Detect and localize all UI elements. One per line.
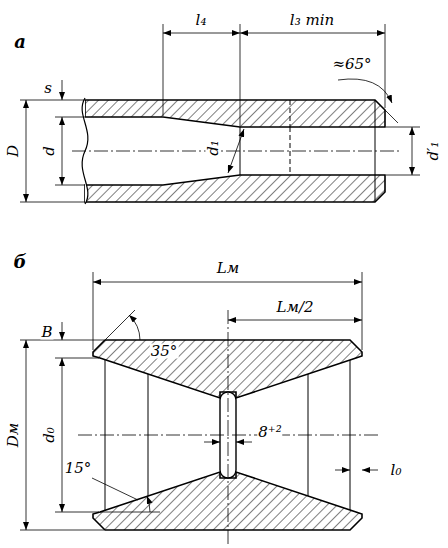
dimension-label: l₀	[390, 463, 403, 478]
dimension-label: d	[42, 145, 57, 157]
dimension-label: l₄	[195, 13, 208, 28]
angle-label: 35°	[150, 344, 179, 359]
dimension-label: d′₁	[426, 140, 441, 161]
dimension-label: 8⁺²	[257, 425, 282, 440]
angle-label: ≈65°	[331, 57, 372, 72]
view-letter: а	[13, 33, 27, 51]
view-letter: б	[13, 253, 28, 271]
dimension-label: Lм/2	[276, 300, 315, 315]
dimension-label: d₁	[206, 139, 221, 157]
coupling-dimensions	[20, 272, 378, 530]
dimension-label: s	[43, 81, 53, 96]
pipe-dimensions	[20, 24, 420, 202]
dimension-label: Dм	[6, 422, 21, 448]
pipe-details	[72, 98, 402, 204]
dimension-label: d₀	[42, 426, 57, 444]
dimension-label: D	[6, 144, 21, 158]
dimension-label: Lм	[216, 261, 240, 276]
dimension-label: l₃ min	[289, 13, 335, 28]
dimension-label: B	[40, 325, 53, 340]
angle-label: 15°	[64, 461, 93, 476]
coupling-details	[78, 310, 378, 546]
